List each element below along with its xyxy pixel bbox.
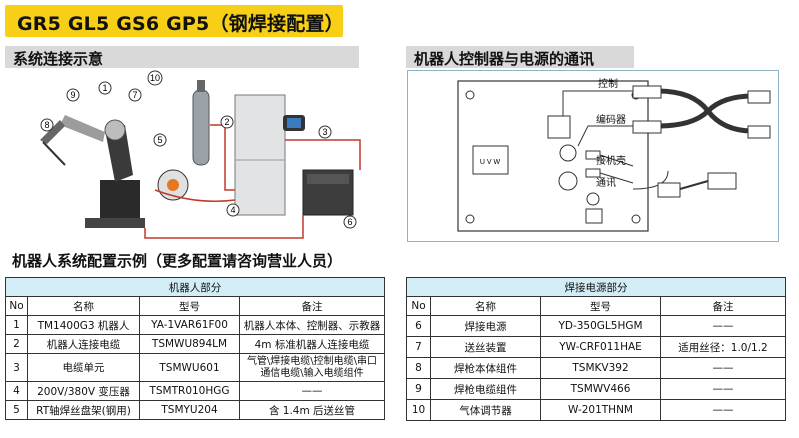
col-name: 名称 bbox=[430, 296, 541, 316]
communication-diagram-frame: U V W 控制 编码器 接机壳 通讯 bbox=[407, 70, 779, 242]
title-banner: GR5 GL5 GS6 GP5（钢焊接配置） bbox=[5, 5, 344, 37]
callout-2: 2 bbox=[220, 115, 234, 129]
col-no: No bbox=[5, 296, 28, 316]
system-connection-diagram: 1 2 3 4 5 6 7 8 9 10 bbox=[40, 70, 361, 239]
svg-text:9: 9 bbox=[70, 90, 75, 100]
section-title-communication: 机器人控制器与电源的通讯 bbox=[414, 50, 595, 68]
col-no: No bbox=[406, 296, 431, 316]
svg-text:6: 6 bbox=[347, 217, 352, 227]
section-title-connection: 系统连接示意 bbox=[13, 50, 104, 68]
svg-text:2: 2 bbox=[224, 117, 229, 127]
callout-1: 1 bbox=[98, 81, 112, 95]
callout-10: 10 bbox=[147, 70, 163, 86]
callout-7: 7 bbox=[128, 88, 142, 102]
page-title: GR5 GL5 GS6 GP5（钢焊接配置） bbox=[17, 13, 344, 35]
svg-text:10: 10 bbox=[150, 73, 160, 83]
callout-4: 4 bbox=[226, 203, 240, 217]
svg-text:8: 8 bbox=[44, 120, 49, 130]
svg-text:4: 4 bbox=[230, 205, 235, 215]
section-header-connection: 系统连接示意 bbox=[5, 46, 359, 68]
callout-8: 8 bbox=[40, 118, 54, 132]
weld-table-title: 焊接电源部分 bbox=[406, 277, 786, 297]
callout-9: 9 bbox=[66, 88, 80, 102]
callout-6: 6 bbox=[343, 215, 357, 229]
robot-arm-illustration bbox=[40, 115, 145, 228]
svg-text:1: 1 bbox=[102, 83, 107, 93]
section-header-communication: 机器人控制器与电源的通讯 bbox=[406, 46, 634, 68]
svg-text:7: 7 bbox=[132, 90, 137, 100]
col-note: 备注 bbox=[239, 296, 385, 316]
robot-table-title: 机器人部分 bbox=[5, 277, 385, 297]
svg-text:5: 5 bbox=[157, 135, 162, 145]
callout-3: 3 bbox=[318, 125, 332, 139]
col-model: 型号 bbox=[139, 296, 240, 316]
config-heading: 机器人系统配置示例（更多配置请咨询营业人员） bbox=[12, 252, 343, 270]
uvw-label: U V W bbox=[480, 159, 501, 166]
col-note: 备注 bbox=[660, 296, 786, 316]
col-name: 名称 bbox=[27, 296, 140, 316]
label-control: 控制 bbox=[598, 77, 618, 90]
communication-diagram: U V W 控制 编码器 接机壳 通讯 bbox=[457, 77, 771, 232]
svg-text:3: 3 bbox=[322, 127, 327, 137]
label-ground: 接机壳 bbox=[596, 154, 626, 167]
label-encoder: 编码器 bbox=[596, 113, 626, 126]
label-comm: 通讯 bbox=[596, 177, 616, 189]
col-model: 型号 bbox=[540, 296, 661, 316]
callout-5: 5 bbox=[153, 133, 167, 147]
